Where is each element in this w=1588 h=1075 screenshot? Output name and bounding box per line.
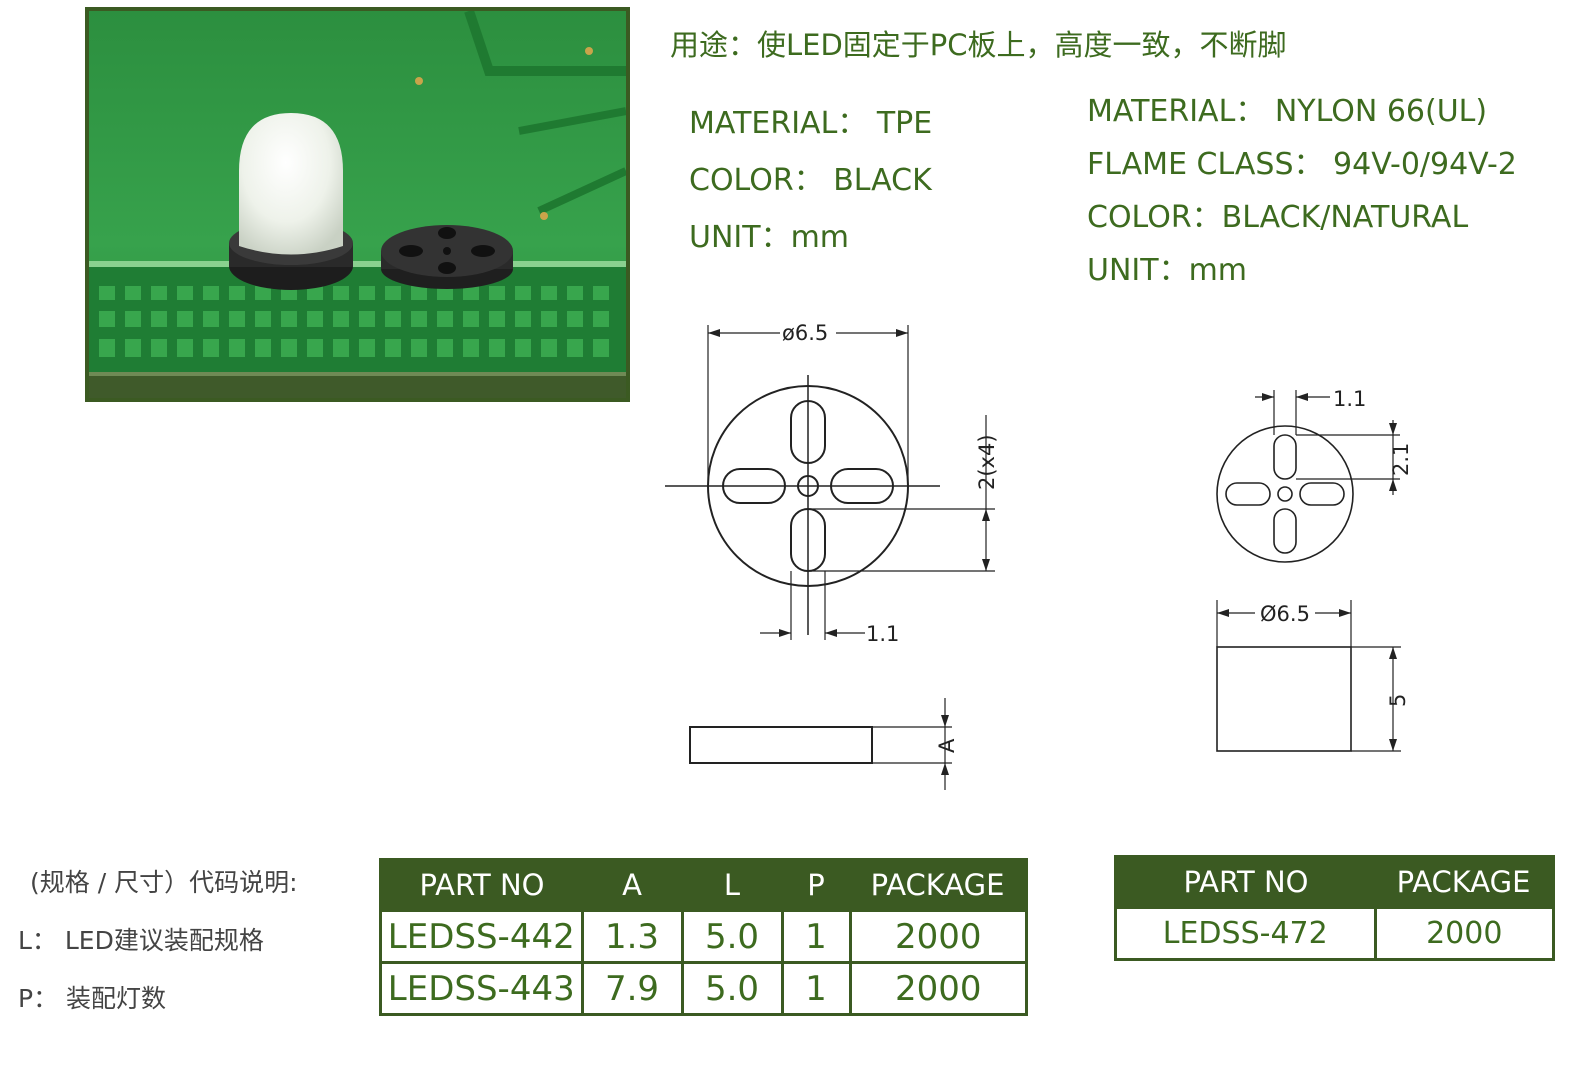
spec-material-tpe: MATERIAL： TPE bbox=[689, 106, 933, 141]
legend-p: P： 装配灯数 bbox=[18, 984, 167, 1013]
dim-slot-length-right: 2.1 bbox=[1389, 443, 1413, 476]
dim-height-a: A bbox=[935, 738, 959, 753]
legend-title: (规格 / 尺寸）代码说明: bbox=[30, 868, 298, 897]
cell-package: 2000 bbox=[848, 909, 1028, 964]
spec-material-nylon: MATERIAL： NYLON 66(UL) bbox=[1087, 94, 1488, 129]
table-header-row: PART NO PACKAGE bbox=[1115, 856, 1554, 908]
table-row: LEDSS-443 7.9 5.0 1 2000 bbox=[379, 961, 1028, 1016]
part-table-tpe: PART NO A L P PACKAGE LEDSS-442 1.3 5.0 … bbox=[379, 858, 1028, 1016]
cell-package: 2000 bbox=[1373, 906, 1555, 961]
spec-block-right: MATERIAL： NYLON 66(UL) FLAME CLASS： 94V-… bbox=[1087, 85, 1517, 297]
technical-drawing-top-right: 1.1 2.1 bbox=[1216, 387, 1413, 563]
col-a: A bbox=[582, 859, 682, 911]
cell-package: 2000 bbox=[848, 961, 1028, 1016]
spec-color-left: COLOR： BLACK bbox=[689, 163, 932, 198]
dim-height-right: 5 bbox=[1386, 694, 1410, 707]
dim-slot-width-left: 1.1 bbox=[866, 622, 899, 646]
col-p: P bbox=[782, 859, 850, 911]
cell-a: 7.9 bbox=[580, 961, 684, 1016]
col-part-no: PART NO bbox=[1115, 856, 1375, 908]
spec-block-left: MATERIAL： TPE COLOR： BLACK UNIT：mm bbox=[689, 95, 932, 266]
col-l: L bbox=[682, 859, 782, 911]
cell-a: 1.3 bbox=[580, 909, 684, 964]
technical-drawing-side-right: Ø6.5 5 bbox=[1216, 600, 1410, 752]
dim-diameter-right: Ø6.5 bbox=[1260, 602, 1310, 626]
code-legend: (规格 / 尺寸）代码说明: L： LED建议装配规格 P： 装配灯数 bbox=[18, 865, 298, 1039]
dim-diameter-left: ø6.5 bbox=[782, 321, 828, 345]
product-photo bbox=[85, 7, 630, 402]
cell-l: 5.0 bbox=[680, 961, 784, 1016]
technical-drawing-top-left: ø6.5 2(x4) 1.1 bbox=[665, 321, 999, 646]
cell-l: 5.0 bbox=[680, 909, 784, 964]
technical-drawing-side-left: A bbox=[689, 698, 959, 790]
cell-p: 1 bbox=[780, 961, 852, 1016]
dim-slot-length-left: 2(x4) bbox=[975, 434, 999, 490]
part-table-nylon: PART NO PACKAGE LEDSS-472 2000 bbox=[1114, 855, 1555, 961]
table-row: LEDSS-442 1.3 5.0 1 2000 bbox=[379, 909, 1028, 964]
col-package: PACKAGE bbox=[1375, 856, 1554, 908]
spec-unit-left: UNIT：mm bbox=[689, 220, 850, 255]
spec-color-right: COLOR：BLACK/NATURAL bbox=[1087, 200, 1469, 235]
cell-part-no: LEDSS-443 bbox=[379, 961, 584, 1016]
cell-p: 1 bbox=[780, 909, 852, 964]
cell-part-no: LEDSS-442 bbox=[379, 909, 584, 964]
dim-slot-width-right: 1.1 bbox=[1333, 387, 1366, 411]
pcb-led-spacer-illustration bbox=[89, 11, 626, 398]
spec-unit-right: UNIT：mm bbox=[1087, 253, 1248, 288]
cell-part-no: LEDSS-472 bbox=[1114, 906, 1377, 961]
col-package: PACKAGE bbox=[850, 859, 1027, 911]
col-part-no: PART NO bbox=[380, 859, 582, 911]
spec-flame-class: FLAME CLASS： 94V-0/94V-2 bbox=[1087, 147, 1517, 182]
legend-l: L： LED建议装配规格 bbox=[18, 926, 264, 955]
usage-description: 用途：使LED固定于PC板上，高度一致，不断脚 bbox=[670, 28, 1287, 62]
table-header-row: PART NO A L P PACKAGE bbox=[380, 859, 1027, 911]
table-row: LEDSS-472 2000 bbox=[1114, 906, 1555, 961]
